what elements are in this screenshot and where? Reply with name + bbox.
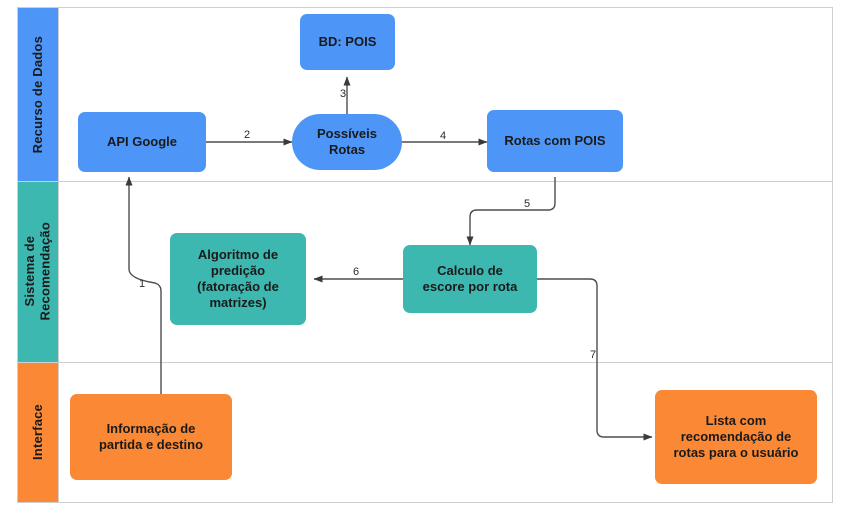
lane-label-interface: Interface bbox=[30, 404, 46, 460]
node-rotas-com-pois[interactable]: Rotas com POIS bbox=[487, 110, 623, 172]
lane-header-interface: Interface bbox=[18, 362, 58, 502]
lane-divider-2 bbox=[17, 362, 833, 363]
node-informacao-partida-destino[interactable]: Informação de partida e destino bbox=[70, 394, 232, 480]
node-lista-recomendacao[interactable]: Lista com recomendação de rotas para o u… bbox=[655, 390, 817, 484]
node-bd-pois[interactable]: BD: POIS bbox=[300, 14, 395, 70]
lane-header-separator bbox=[58, 8, 59, 502]
lane-header-recurso-de-dados: Recurso de Dados bbox=[18, 8, 58, 181]
lane-header-sistema-de-recomendacao: Sistema de Recomendação bbox=[18, 181, 58, 362]
node-possiveis-rotas[interactable]: Possíveis Rotas bbox=[292, 114, 402, 170]
lane-label-sistema-de-recomendacao: Sistema de Recomendação bbox=[22, 222, 53, 321]
node-calculo-de-escore[interactable]: Calculo de escore por rota bbox=[403, 245, 537, 313]
lane-divider-1 bbox=[17, 181, 833, 182]
node-algoritmo-de-predicao[interactable]: Algoritmo de predição (fatoração de matr… bbox=[170, 233, 306, 325]
lane-label-recurso-de-dados: Recurso de Dados bbox=[30, 35, 46, 154]
node-api-google[interactable]: API Google bbox=[78, 112, 206, 172]
